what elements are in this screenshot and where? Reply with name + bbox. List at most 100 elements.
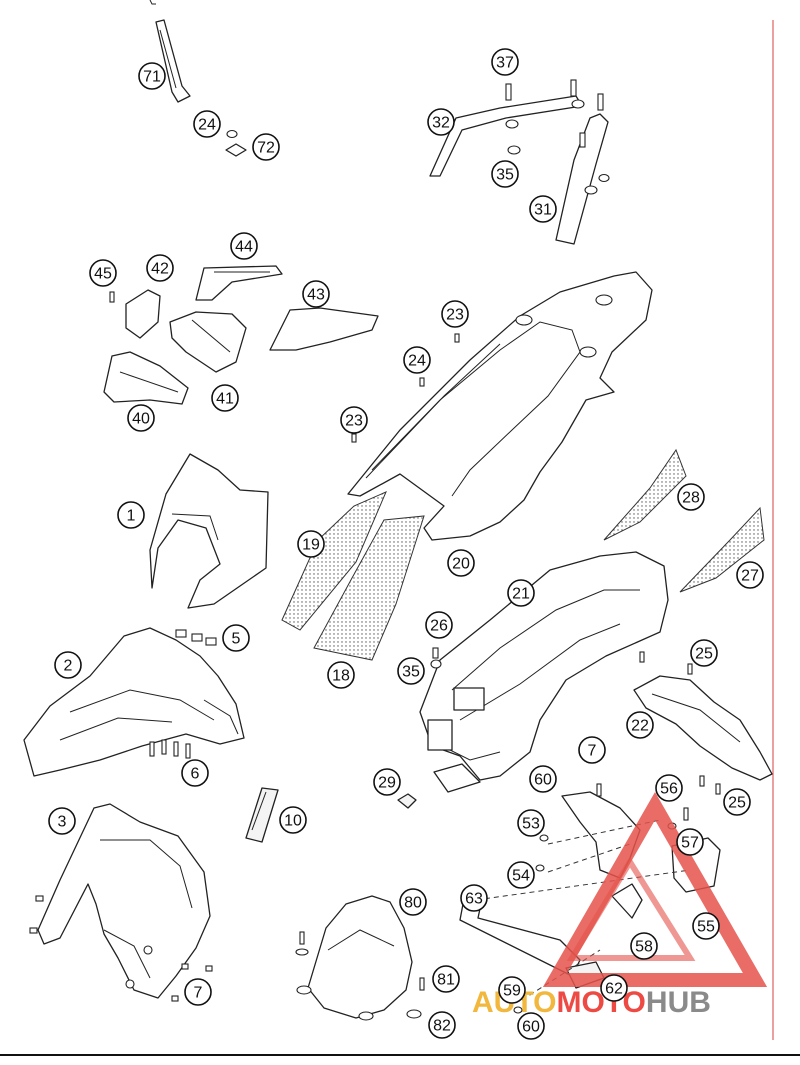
watermark-triangle xyxy=(542,791,768,987)
callout-circle xyxy=(507,861,535,889)
callout-20: 20 xyxy=(447,549,475,577)
callout-24: 24 xyxy=(193,110,221,138)
callout-label: 45 xyxy=(94,266,112,283)
callout-circle xyxy=(517,809,545,837)
part-license-bracket xyxy=(633,651,773,795)
callout-72: 72 xyxy=(252,133,280,161)
callout-label: 63 xyxy=(465,891,483,908)
callout-6: 6 xyxy=(181,759,209,787)
part-front-fender-lower xyxy=(29,803,213,1002)
callout-58: 58 xyxy=(630,932,658,960)
callout-3: 3 xyxy=(48,807,76,835)
callout-label: 26 xyxy=(430,618,448,635)
callout-label: 31 xyxy=(534,202,552,219)
callout-63: 63 xyxy=(460,884,488,912)
callout-32: 32 xyxy=(427,108,455,136)
callout-circle xyxy=(399,888,427,916)
callout-label: 41 xyxy=(216,391,234,408)
callout-19: 19 xyxy=(297,530,325,558)
callout-circle xyxy=(340,406,368,434)
callout-label: 35 xyxy=(496,167,514,184)
callout-28: 28 xyxy=(677,483,705,511)
callout-circle xyxy=(529,765,557,793)
callout-label: 80 xyxy=(404,895,422,912)
callout-80: 80 xyxy=(399,888,427,916)
callout-26: 26 xyxy=(425,611,453,639)
part-clip xyxy=(397,793,417,809)
callout-label: 22 xyxy=(631,718,649,735)
callout-label: 10 xyxy=(284,813,302,830)
callout-label: 40 xyxy=(132,411,150,428)
callout-label: 20 xyxy=(452,556,470,573)
callout-label: 57 xyxy=(681,835,699,852)
callout-label: 27 xyxy=(741,568,759,585)
callout-71: 71 xyxy=(138,62,166,90)
callout-circle xyxy=(692,912,720,940)
callout-53: 53 xyxy=(517,809,545,837)
callout-circle xyxy=(498,976,526,1004)
callout-29: 29 xyxy=(373,768,401,796)
part-headlight-mask xyxy=(149,453,269,609)
callout-56: 56 xyxy=(655,774,683,802)
callout-31: 31 xyxy=(529,195,557,223)
callout-circle xyxy=(211,384,239,412)
callout-21: 21 xyxy=(507,579,535,607)
callout-37: 37 xyxy=(491,48,519,76)
callout-label: 7 xyxy=(194,985,203,1002)
part-front-fender xyxy=(23,627,245,777)
part-stand-fasteners xyxy=(225,129,247,157)
callout-label: 43 xyxy=(307,287,325,304)
callout-label: 59 xyxy=(503,983,521,1000)
part-side-stand xyxy=(155,19,191,103)
callout-circle xyxy=(460,884,488,912)
callout-circle xyxy=(507,579,535,607)
callout-circle xyxy=(181,759,209,787)
callout-1: 1 xyxy=(117,501,145,529)
callout-27: 27 xyxy=(736,561,764,589)
callout-label: 53 xyxy=(522,816,540,833)
callout-label: 60 xyxy=(534,772,552,789)
callout-label: 25 xyxy=(695,646,713,663)
callout-label: 28 xyxy=(682,490,700,507)
callout-label: 35 xyxy=(402,664,420,681)
callout-23: 23 xyxy=(340,406,368,434)
callout-62: 62 xyxy=(600,974,628,1002)
callout-circle xyxy=(327,661,355,689)
callout-label: 32 xyxy=(432,115,450,132)
callout-circle xyxy=(127,404,155,432)
callout-circle xyxy=(184,978,212,1006)
callout-circle xyxy=(146,254,174,282)
callout-35: 35 xyxy=(397,657,425,685)
callout-label: 24 xyxy=(198,117,216,134)
callout-circle xyxy=(48,807,76,835)
callout-label: 82 xyxy=(433,1018,451,1035)
callout-circle xyxy=(723,788,751,816)
callout-label: 23 xyxy=(446,307,464,324)
callout-label: 54 xyxy=(512,868,530,885)
callout-41: 41 xyxy=(211,384,239,412)
callout-circle xyxy=(373,768,401,796)
callout-label: 21 xyxy=(512,586,530,603)
callout-circle xyxy=(491,48,519,76)
callout-42: 42 xyxy=(146,254,174,282)
callout-25: 25 xyxy=(723,788,751,816)
callout-label: 58 xyxy=(635,939,653,956)
callout-circle xyxy=(252,133,280,161)
callout-label: 3 xyxy=(58,814,67,831)
callout-7: 7 xyxy=(184,978,212,1006)
callout-24: 24 xyxy=(403,346,431,374)
callout-label: 25 xyxy=(728,795,746,812)
callout-circle xyxy=(193,110,221,138)
part-inner-fender xyxy=(419,551,669,793)
callout-circle xyxy=(54,651,82,679)
callout-35: 35 xyxy=(491,160,519,188)
callout-label: 24 xyxy=(408,353,426,370)
callout-circle xyxy=(432,965,460,993)
callout-circle xyxy=(517,1012,545,1040)
part-hugger xyxy=(295,895,425,1021)
callout-label: 42 xyxy=(151,261,169,278)
callout-82: 82 xyxy=(428,1011,456,1039)
callout-5: 5 xyxy=(222,624,250,652)
